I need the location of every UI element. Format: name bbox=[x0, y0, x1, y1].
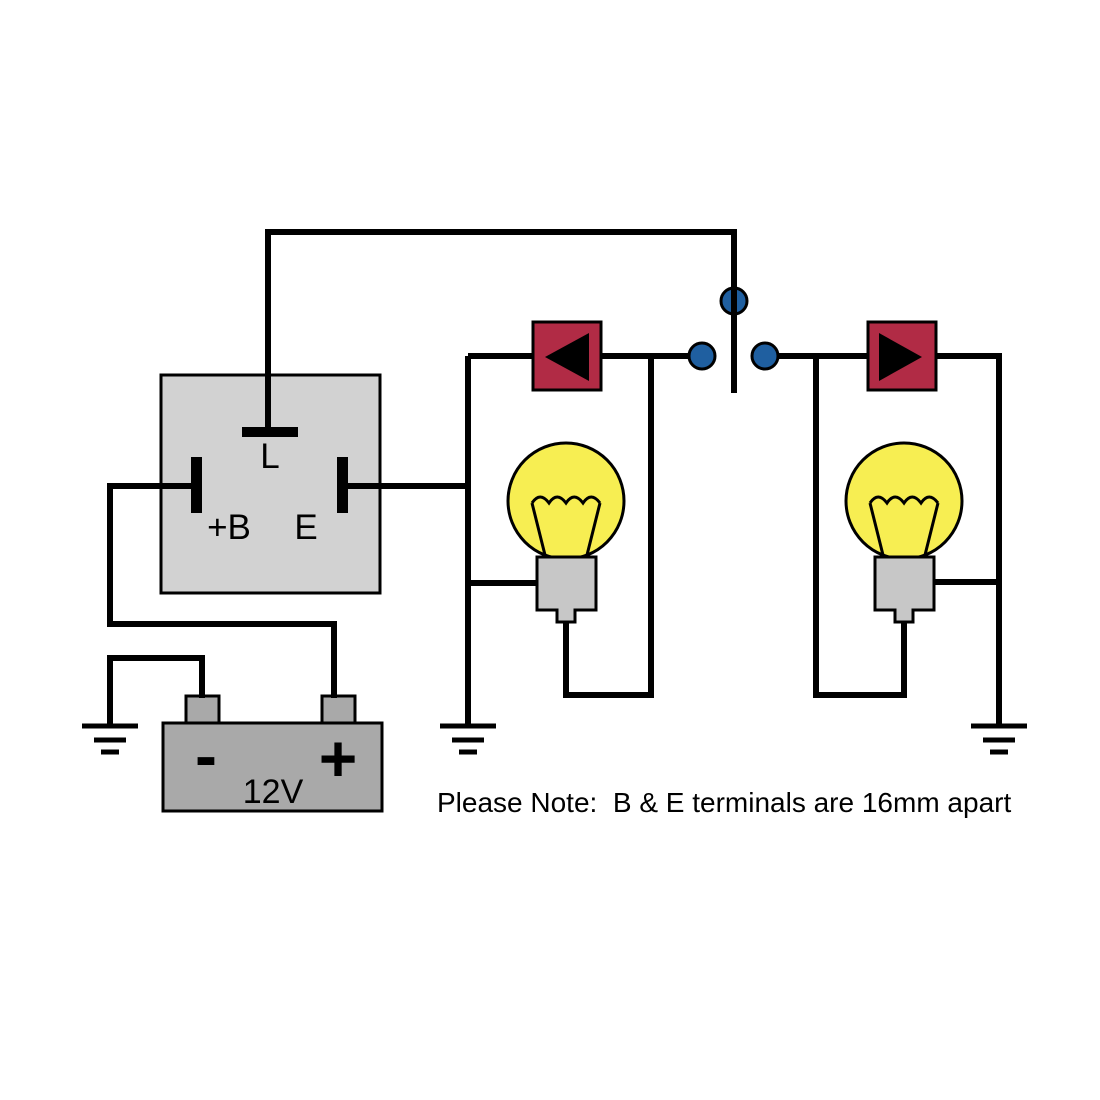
relay-terminal-b-bar bbox=[191, 457, 202, 513]
battery-labels: - + 12V bbox=[195, 718, 357, 811]
battery bbox=[161, 694, 384, 813]
switch-left-contact-dot bbox=[687, 341, 717, 371]
left-turn-arrow-indicator bbox=[531, 320, 603, 392]
relay-terminal-l-bar bbox=[242, 427, 298, 437]
right-indicator-bulb bbox=[844, 441, 964, 624]
right-bulb-filament-wave bbox=[868, 495, 940, 506]
left-bulb-base bbox=[535, 555, 598, 624]
battery-positive-label: + bbox=[319, 721, 358, 795]
left-bulb-filament-wave bbox=[530, 495, 602, 506]
wire-battery-negative-to-ground bbox=[107, 655, 205, 726]
relay-terminal-l-label: L bbox=[260, 437, 279, 476]
right-bulb-filament-sides bbox=[868, 502, 940, 560]
right-arrow-icon bbox=[879, 333, 922, 381]
right-bulb-base bbox=[873, 555, 936, 624]
right-turn-arrow-indicator bbox=[866, 320, 938, 392]
relay-terminal-e-label: E bbox=[294, 508, 317, 547]
relay-terminals: L +B E bbox=[191, 427, 348, 547]
left-bulb-filament-sides bbox=[530, 502, 602, 560]
relay-terminal-b-label: +B bbox=[207, 508, 251, 547]
wire-right-lamp-base-loop bbox=[813, 356, 907, 698]
left-arrow-icon bbox=[545, 333, 589, 381]
wire-left-lamp-base-loop bbox=[563, 356, 654, 698]
relay-terminal-e-bar bbox=[337, 457, 348, 513]
ground-symbol-right-lamp bbox=[971, 723, 1027, 755]
battery-voltage-label: 12V bbox=[243, 773, 304, 811]
ground-symbol-left-lamp bbox=[440, 723, 496, 755]
wire-relay-b-to-battery-positive bbox=[107, 483, 337, 698]
wire-switch-right-to-right-lamp-ground bbox=[778, 353, 1002, 726]
ground-symbol-battery bbox=[82, 723, 138, 755]
switch-right-contact-dot bbox=[750, 341, 780, 371]
wiring bbox=[107, 229, 1002, 726]
battery-body bbox=[161, 721, 384, 813]
battery-negative-label: - bbox=[195, 718, 217, 792]
note-text: Please Note: B & E terminals are 16mm ap… bbox=[437, 787, 1011, 818]
wire-relay-l-to-switch-pole bbox=[265, 229, 737, 430]
left-indicator-bulb bbox=[506, 441, 626, 624]
